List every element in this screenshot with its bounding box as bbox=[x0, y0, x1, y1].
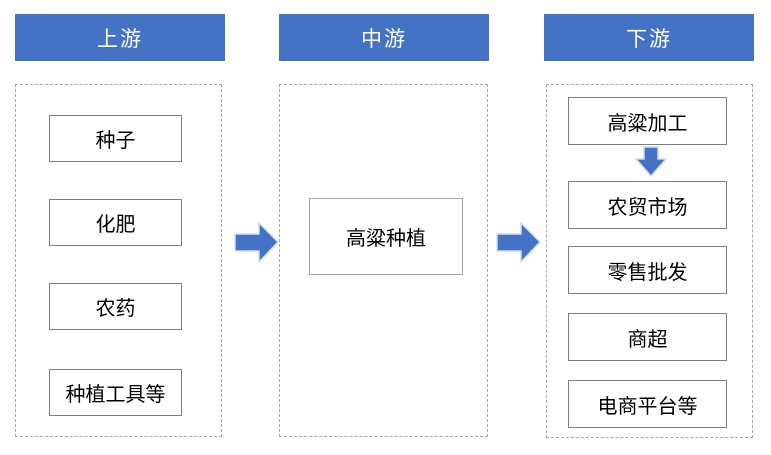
header-downstream: 下游 bbox=[544, 14, 754, 61]
panel-upstream: 种子 化肥 农药 种植工具等 bbox=[15, 84, 222, 437]
node-sorghum-processing: 高粱加工 bbox=[568, 97, 727, 145]
node-seed: 种子 bbox=[49, 115, 182, 162]
node-pesticide: 农药 bbox=[49, 283, 182, 330]
node-supermarket: 商超 bbox=[568, 313, 727, 361]
header-upstream: 上游 bbox=[15, 14, 225, 61]
right-arrow-icon bbox=[234, 221, 280, 264]
node-retail-wholesale: 零售批发 bbox=[568, 246, 727, 294]
header-midstream: 中游 bbox=[279, 14, 489, 61]
node-ecommerce-platforms: 电商平台等 bbox=[568, 380, 727, 428]
right-arrow-icon bbox=[496, 221, 542, 264]
node-sorghum-planting: 高粱种植 bbox=[309, 198, 463, 275]
panel-downstream: 高粱加工 农贸市场 零售批发 商超 电商平台等 bbox=[546, 84, 753, 438]
node-fertilizer: 化肥 bbox=[49, 199, 182, 246]
panel-midstream: 高粱种植 bbox=[279, 84, 488, 437]
node-farmers-market: 农贸市场 bbox=[568, 181, 727, 229]
node-planting-tools: 种植工具等 bbox=[49, 369, 182, 416]
down-arrow-icon bbox=[634, 146, 668, 178]
